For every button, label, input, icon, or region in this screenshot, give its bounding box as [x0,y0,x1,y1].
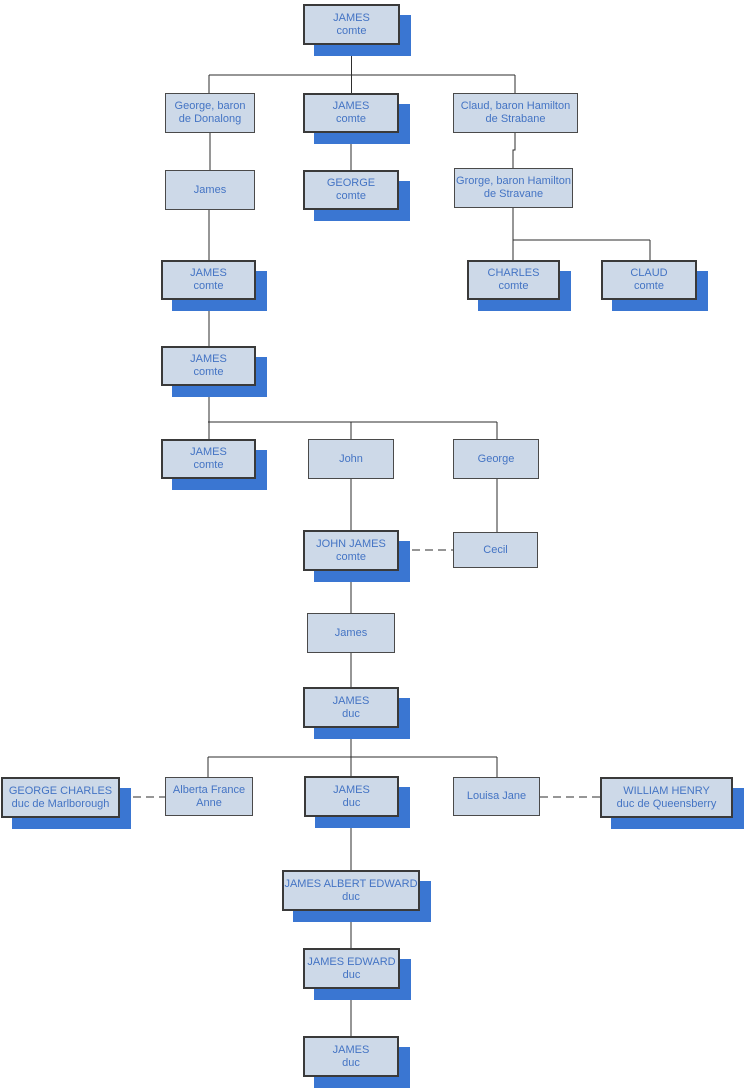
tree-node-james-duc-2-line-0: JAMES [333,783,370,796]
tree-node-james-comte-1-line-1: comte [336,24,367,37]
tree-node-james-comte-5-line-0: JAMES [190,446,227,458]
tree-node-claud-baron-hamilton-de-strabane-line-1: de Strabane [485,113,546,125]
tree-node-george-charles-duc-de-marlborough-line-0: GEORGE CHARLES [8,784,113,797]
descent-connector-6 [512,133,516,168]
tree-node-claud-comte-line-1: comte [634,280,664,292]
tree-node-claud-baron-hamilton-de-strabane-line-0: Claud, baron Hamilton [460,100,571,112]
tree-node-grorge-baron-hamilton-de-stravane-line-0: Grorge, baron Hamilton [456,175,571,187]
tree-node-james-albert-edward-duc-line-1: duc [342,890,360,903]
tree-node-george-baron-de-donalong-line-0: George, baron [174,100,246,112]
tree-node-james-1-line-0: James [193,183,227,196]
tree-node-george-baron-de-donalong-line-1: de Donalong [178,113,242,125]
tree-node-william-henry-duc-de-queensberry-line-0: WILLIAM HENRY [623,784,710,797]
tree-node-james-duc-1-line-0: JAMES [332,694,370,707]
tree-node-george: George [453,439,539,479]
tree-node-james-comte-1-line-0: JAMES [333,11,370,24]
tree-node-james-edward-duc-line-1: duc [342,968,361,981]
tree-node-james-comte-3-line-0: JAMES [190,267,227,279]
tree-node-james-edward-duc-line-0: JAMES EDWARD [307,955,396,968]
tree-node-louisa-jane-line-0: Louisa Jane [466,790,527,802]
tree-node-cecil: Cecil [453,532,538,568]
tree-node-james-2-line-0: James [334,626,368,639]
tree-node-grorge-baron-hamilton-de-stravane-line-1: de Stravane [483,188,544,200]
tree-node-james-duc-1-line-1: duc [342,707,360,720]
tree-node-john-james-comte-line-1: comte [336,550,366,563]
tree-node-james-comte-2-line-0: JAMES [332,100,370,112]
tree-node-james-duc-3-line-0: JAMES [332,1043,370,1056]
tree-node-james-albert-edward-duc-line-0: JAMES ALBERT EDWARD [284,877,418,890]
tree-node-james-comte-5-line-1: comte [193,459,224,471]
tree-node-george-charles-duc-de-marlborough-line-1: duc de Marlborough [11,797,110,810]
tree-node-james-comte-3-line-1: comte [193,280,224,292]
tree-node-james-comte-2-line-1: comte [336,113,366,125]
tree-node-charles-comte-line-0: CHARLES [487,267,540,279]
tree-node-james-1: James [165,170,255,210]
tree-node-george-comte-line-0: GEORGE [326,177,376,189]
tree-node-claud-comte-line-0: CLAUD [630,267,668,279]
tree-node-george-line-0: George [477,452,515,465]
tree-node-alberta-france-anne-line-0: Alberta France [172,783,246,796]
tree-node-charles-comte-line-1: comte [498,280,529,292]
tree-node-john: John [308,439,394,479]
tree-node-james-2: James [307,613,395,653]
tree-node-william-henry-duc-de-queensberry-line-1: duc de Queensberry [616,797,717,810]
tree-node-alberta-france-anne-line-1: Anne [196,796,222,809]
tree-node-james-duc-3-line-1: duc [342,1056,360,1069]
tree-node-james-comte-4-line-0: JAMES [190,353,227,365]
tree-node-george-comte-line-1: comte [336,190,366,202]
tree-node-louisa-jane: Louisa Jane [453,777,540,816]
tree-node-cecil-line-0: Cecil [483,543,508,556]
tree-node-john-line-0: John [339,452,363,465]
tree-node-james-duc-2-line-1: duc [342,796,361,809]
tree-node-john-james-comte-line-0: JOHN JAMES [316,537,386,550]
tree-node-james-comte-4-line-1: comte [193,366,224,378]
